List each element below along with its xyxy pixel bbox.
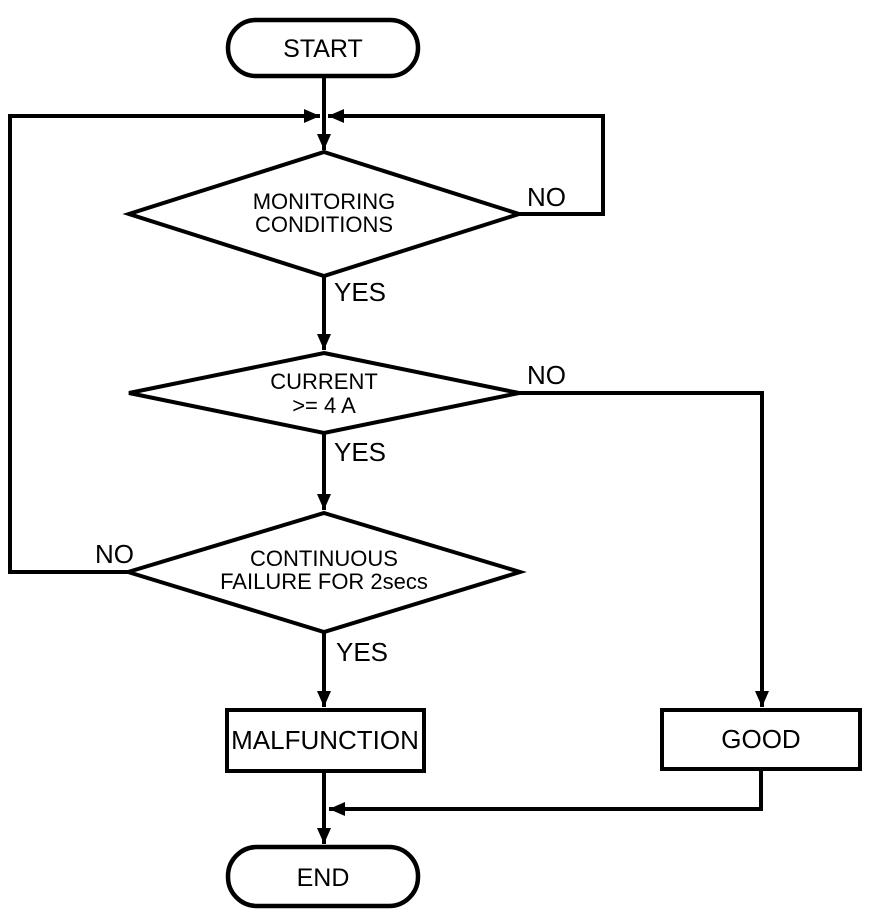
start-node: START xyxy=(225,17,421,79)
current-yes-label: YES xyxy=(334,437,386,467)
current-check-label-line1: CURRENT xyxy=(270,369,378,394)
continuous-failure-shape xyxy=(121,510,527,635)
continuous-yes-label: YES xyxy=(336,637,388,667)
current-check-shape xyxy=(128,350,520,436)
monitoring-yes-label: YES xyxy=(334,277,386,307)
end-label: END xyxy=(297,864,350,892)
end-terminator-shape xyxy=(225,844,421,909)
arrow-current-no-to-good xyxy=(519,391,769,707)
monitoring-conditions-label-line2: CONDITIONS xyxy=(255,212,393,237)
continuous-failure-label-line2: FAILURE FOR 2secs xyxy=(220,569,428,594)
continuous-failure-decision: CONTINUOUS FAILURE FOR 2secs xyxy=(121,510,527,635)
good-label: GOOD xyxy=(721,724,800,754)
current-check-label-line2: >= 4 A xyxy=(292,393,356,418)
continuous-no-label: NO xyxy=(95,539,134,569)
start-label: START xyxy=(283,35,363,63)
connectors xyxy=(8,76,769,844)
monitoring-no-label: NO xyxy=(527,182,566,212)
arrow-monitoring-no-loop xyxy=(328,109,605,216)
monitoring-conditions-label-line1: MONITORING xyxy=(253,189,396,214)
malfunction-node: MALFUNCTION xyxy=(225,708,426,773)
arrow-continuous-no-loop xyxy=(8,109,320,574)
malfunction-label: MALFUNCTION xyxy=(231,725,419,755)
end-node: END xyxy=(225,844,421,909)
current-check-decision: CURRENT >= 4 A xyxy=(128,350,520,436)
continuous-failure-label-line1: CONTINUOUS xyxy=(250,546,398,571)
good-process-shape xyxy=(660,708,862,771)
monitoring-conditions-shape xyxy=(122,149,526,279)
good-node: GOOD xyxy=(660,708,862,771)
arrow-good-to-merge xyxy=(329,769,763,816)
start-terminator-shape xyxy=(225,17,421,79)
current-no-label: NO xyxy=(527,360,566,390)
monitoring-conditions-decision: MONITORING CONDITIONS xyxy=(122,149,526,279)
malfunction-process-shape xyxy=(225,708,426,773)
